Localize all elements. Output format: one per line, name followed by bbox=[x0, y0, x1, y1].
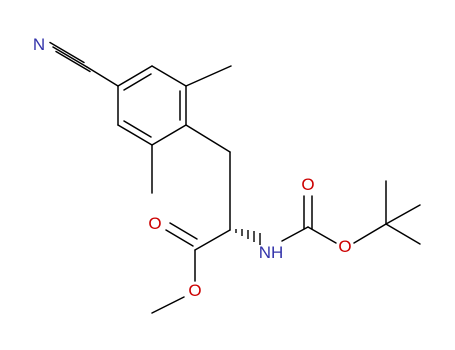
ring-bond bbox=[117, 65, 153, 87]
triple-bond-line bbox=[52, 46, 88, 68]
tbu-methyl-bond bbox=[385, 204, 421, 225]
carbonyl-double-bond bbox=[169, 222, 198, 240]
amide-nh-label: NH bbox=[259, 243, 284, 262]
boc-ether-oxygen-label: O bbox=[338, 237, 351, 256]
bond-ether-o-tbu bbox=[353, 223, 387, 244]
triple-bond-line bbox=[49, 41, 85, 64]
ester-carbonyl-oxygen-label: O bbox=[148, 214, 161, 233]
ring-bond bbox=[117, 124, 153, 146]
ester-group bbox=[151, 222, 231, 314]
ester-ether-oxygen-label: O bbox=[188, 281, 201, 300]
boc-group bbox=[281, 180, 421, 245]
benzene-ring bbox=[117, 65, 187, 146]
nitrile-group bbox=[49, 41, 119, 87]
tbu-methyl-bond bbox=[385, 223, 421, 245]
triple-bond-line bbox=[55, 50, 91, 73]
nitrile-nitrogen-label: N bbox=[33, 35, 45, 54]
bond-carbonyl-ether-o bbox=[307, 226, 337, 244]
bond-ring-ch2 bbox=[185, 124, 231, 153]
ring-inner-double-bond bbox=[123, 120, 152, 138]
ring-bond bbox=[151, 65, 187, 87]
carbonyl-double-bond bbox=[165, 229, 194, 247]
bond-cn-ring bbox=[86, 66, 119, 87]
hashed-stereo-bond bbox=[235, 229, 261, 245]
ring-bond bbox=[151, 124, 187, 146]
bond-ether-o-methyl bbox=[151, 296, 185, 314]
methyl-bond-top bbox=[185, 65, 232, 87]
boc-carbonyl-oxygen-label: O bbox=[301, 175, 314, 194]
bond-alpha-carbonyl bbox=[194, 229, 231, 251]
ring-inner-double-bond bbox=[123, 73, 152, 91]
